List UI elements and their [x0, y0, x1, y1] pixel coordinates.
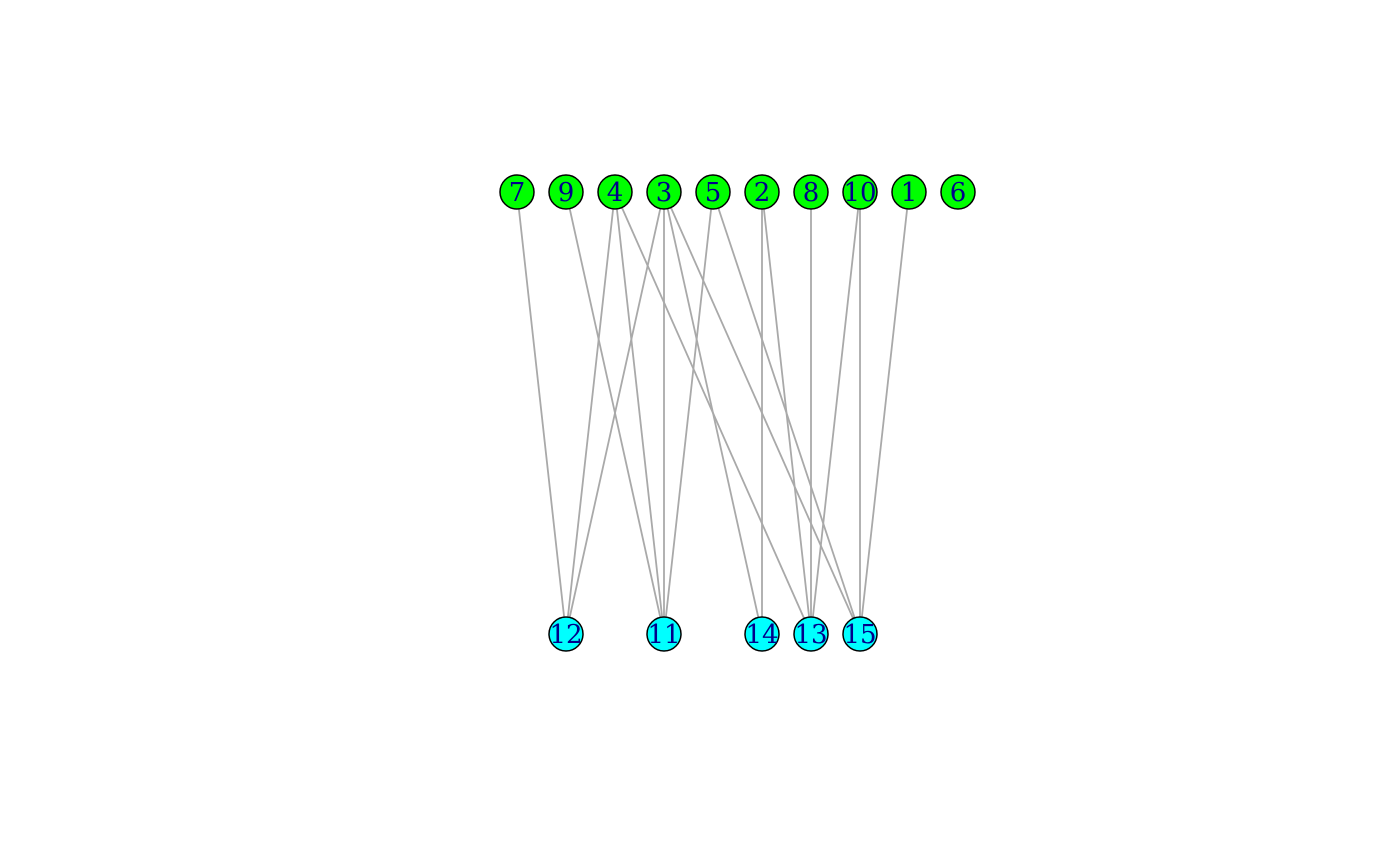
node-label: 3 [656, 178, 673, 208]
node-circle [891, 174, 927, 210]
node-circle [548, 174, 584, 210]
node-14: 14 [744, 616, 780, 652]
node-label: 10 [843, 178, 876, 208]
node-10: 10 [842, 174, 878, 210]
node-2: 2 [744, 174, 780, 210]
node-12: 12 [548, 616, 584, 652]
node-label: 6 [950, 178, 967, 208]
node-circle [793, 616, 829, 652]
node-label: 8 [803, 178, 820, 208]
edge-5-15 [712, 191, 861, 635]
edge-4-12 [565, 191, 616, 635]
node-15: 15 [842, 616, 878, 652]
node-label: 7 [509, 178, 526, 208]
node-circle [695, 174, 731, 210]
node-circle [646, 616, 682, 652]
node-circle [842, 616, 878, 652]
edge-9-11 [565, 191, 665, 635]
edge-3-15 [663, 191, 861, 635]
node-7: 7 [499, 174, 535, 210]
node-circle [744, 616, 780, 652]
node-label: 4 [607, 178, 624, 208]
node-circle [793, 174, 829, 210]
node-6: 6 [940, 174, 976, 210]
node-5: 5 [695, 174, 731, 210]
node-1: 1 [891, 174, 927, 210]
node-8: 8 [793, 174, 829, 210]
node-4: 4 [597, 174, 633, 210]
node-label: 15 [843, 620, 876, 650]
node-circle [499, 174, 535, 210]
edge-7-12 [516, 191, 567, 635]
edge-1-15 [859, 191, 910, 635]
node-circle [940, 174, 976, 210]
node-label: 14 [745, 620, 778, 650]
node-11: 11 [646, 616, 682, 652]
node-circle [646, 174, 682, 210]
node-label: 13 [794, 620, 827, 650]
node-circle [597, 174, 633, 210]
edge-5-11 [663, 191, 714, 635]
node-label: 1 [901, 178, 918, 208]
edge-4-13 [614, 191, 812, 635]
node-label: 2 [754, 178, 771, 208]
node-circle [842, 174, 878, 210]
node-circle [548, 616, 584, 652]
node-label: 12 [549, 620, 582, 650]
node-label: 5 [705, 178, 722, 208]
node-label: 9 [558, 178, 575, 208]
node-label: 11 [647, 620, 680, 650]
edge-10-13 [810, 191, 861, 635]
node-circle [744, 174, 780, 210]
node-3: 3 [646, 174, 682, 210]
node-9: 9 [548, 174, 584, 210]
edge-4-11 [614, 191, 665, 635]
node-13: 13 [793, 616, 829, 652]
